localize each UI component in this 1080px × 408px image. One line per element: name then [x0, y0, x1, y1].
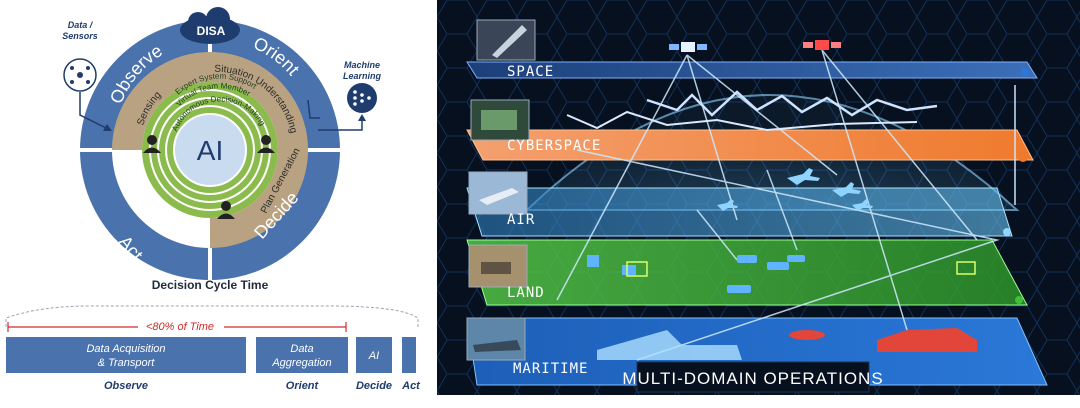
- domain-space: SPACE: [507, 64, 554, 80]
- decide-bar: [356, 337, 392, 373]
- domain-land: LAND: [507, 285, 545, 301]
- ai-core: [173, 113, 247, 187]
- thumbnail-space: [476, 19, 536, 61]
- domain-maritime: MARITIME: [513, 361, 588, 377]
- person-icon: [217, 201, 235, 219]
- thumbnail-air: [468, 171, 528, 215]
- thumbnail-maritime: [466, 317, 526, 361]
- thumbnail-land: [468, 244, 528, 288]
- orient-bar: [256, 337, 348, 373]
- data-sensors-label-1: Data /: [68, 20, 94, 30]
- plan-section: [210, 150, 308, 248]
- cycle-title: Decision Cycle Time: [152, 278, 269, 292]
- mdo-banner-text: MULTI-DOMAIN OPERATIONS: [622, 369, 883, 388]
- multi-domain-illustration: SPACE CYBERSPACE AIR LAND MARITIME MULTI…: [437, 0, 1080, 395]
- cycle-bracket: [5, 305, 419, 327]
- situation-section: [210, 52, 308, 150]
- percent-label: <80% of Time: [146, 321, 214, 333]
- ooda-svg: Observe Orient Decide Act Sensing Situat…: [5, 7, 421, 392]
- ml-label-1: Machine: [344, 60, 380, 70]
- cyber-network-2: [566, 110, 918, 132]
- observe-bar-sub: Observe: [104, 380, 148, 392]
- observe-bar-line2: & Transport: [98, 357, 156, 369]
- ship-icon: [597, 330, 742, 360]
- decide-bar-line1: AI: [368, 350, 379, 362]
- orient-bar-line1: Data: [290, 343, 313, 355]
- domain-cyberspace: CYBERSPACE: [507, 138, 601, 154]
- observe-bar-line1: Data Acquisition: [86, 343, 165, 355]
- aircraft-icons: [717, 168, 873, 211]
- neural-network-icon: [347, 83, 377, 113]
- connection-beams: [556, 49, 1000, 361]
- act-bar: [402, 337, 416, 373]
- disa-cloud-logo: DISA: [180, 7, 240, 44]
- mdo-banner: [636, 361, 870, 393]
- ml-label-2: Learning: [343, 71, 382, 81]
- ml-arrow: [318, 118, 363, 131]
- land-layer: [466, 239, 1028, 306]
- air-layer: [466, 187, 1013, 237]
- sensors-icon: [63, 58, 97, 92]
- observe-bar: [6, 337, 246, 373]
- sensing-section: [112, 52, 210, 150]
- space-layer: [466, 61, 1038, 79]
- domain-air: AIR: [507, 212, 535, 228]
- satellite-icon: [803, 40, 841, 50]
- orient-bar-sub: Orient: [286, 380, 320, 392]
- cyberspace-layer: [466, 129, 1034, 161]
- ship-icon-red: [877, 328, 977, 352]
- person-icon: [143, 135, 161, 153]
- tan-ring: [112, 52, 308, 248]
- base-icons: [626, 261, 976, 277]
- vehicle-icons: [587, 255, 805, 293]
- thumbnail-cyber: [470, 99, 530, 141]
- decide-bar-sub: Decide: [356, 380, 392, 392]
- act-bar-sub: Act: [401, 380, 421, 392]
- ai-center-label: AI: [197, 135, 223, 166]
- sensors-arrow: [79, 92, 111, 131]
- data-sensors-label-2: Sensors: [62, 31, 98, 41]
- cyber-network: [646, 90, 938, 117]
- ooda-diagram: Observe Orient Decide Act Sensing Situat…: [0, 0, 430, 403]
- person-icon: [257, 135, 275, 153]
- mdo-svg: SPACE CYBERSPACE AIR LAND MARITIME MULTI…: [437, 0, 1080, 395]
- svg-text:DISA: DISA: [197, 24, 226, 38]
- orient-bar-line2: Aggregation: [271, 357, 331, 369]
- submarine-icon: [789, 330, 825, 340]
- satellite-icon: [669, 42, 707, 52]
